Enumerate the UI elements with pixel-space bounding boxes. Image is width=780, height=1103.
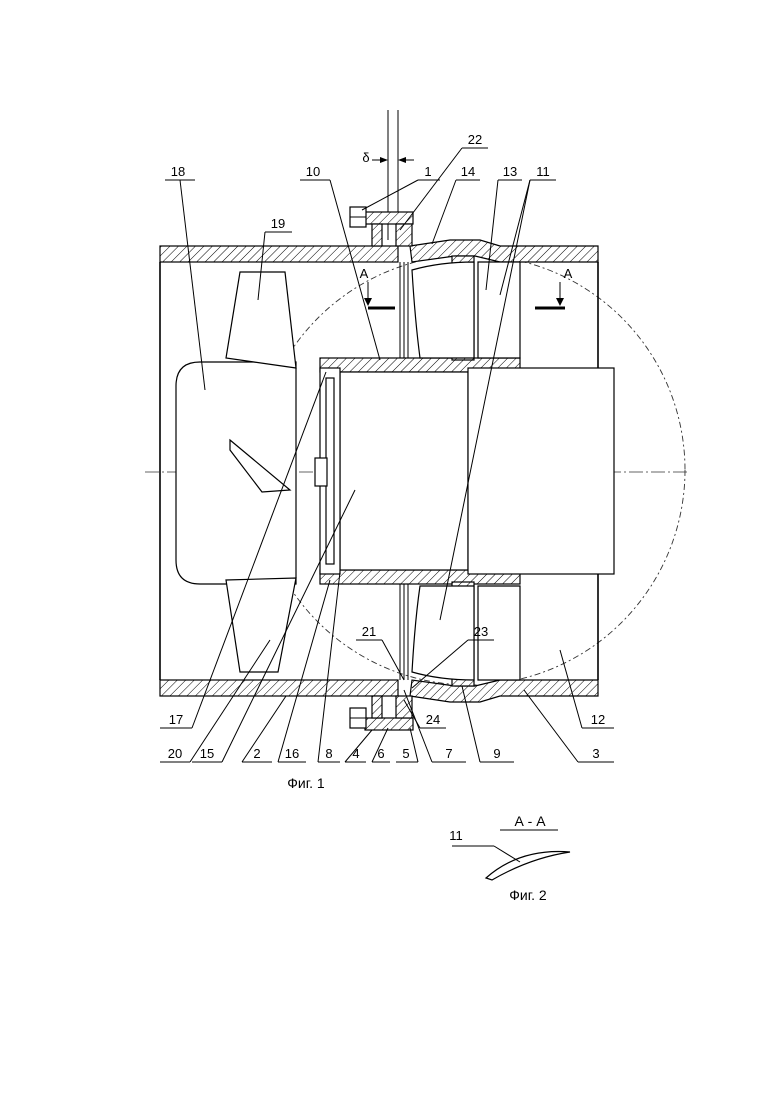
callout-15: 15 — [200, 746, 214, 761]
fig2-caption: Фиг. 2 — [509, 887, 547, 903]
delta-label: δ — [362, 150, 369, 165]
callout-21: 21 — [362, 624, 376, 639]
callout-23: 23 — [474, 624, 488, 639]
motor-body — [468, 368, 614, 574]
section-mark-left: А — [360, 266, 369, 281]
vane-profile — [486, 852, 570, 880]
section-title: А - А — [514, 813, 546, 829]
housing-left-top-wall — [160, 246, 398, 262]
callout-9: 9 — [493, 746, 500, 761]
callout-7: 7 — [445, 746, 452, 761]
housing-left-bottom-wall — [160, 680, 398, 696]
callout-18: 18 — [171, 164, 185, 179]
callout-8: 8 — [325, 746, 332, 761]
callout-20: 20 — [168, 746, 182, 761]
callout-1: 1 — [424, 164, 431, 179]
fig2-callout-11: 11 — [449, 828, 463, 843]
callout-24: 24 — [426, 712, 440, 727]
callout-17: 17 — [169, 712, 183, 727]
section-mark-right: А — [564, 266, 573, 281]
blade-bottom — [226, 578, 296, 672]
blade-top — [226, 272, 296, 368]
callout-6: 6 — [377, 746, 384, 761]
inner-cylinder — [340, 372, 468, 570]
callout-10: 10 — [306, 164, 320, 179]
callout-22: 22 — [468, 132, 482, 147]
callout-19: 19 — [271, 216, 285, 231]
callout-2: 2 — [253, 746, 260, 761]
impeller-hub — [176, 362, 296, 584]
callout-5: 5 — [402, 746, 409, 761]
callout-16: 16 — [285, 746, 299, 761]
callout-14: 14 — [461, 164, 475, 179]
callout-13: 13 — [503, 164, 517, 179]
housing-right-top-wall — [410, 240, 598, 262]
callout-11: 11 — [536, 164, 550, 179]
callout-4: 4 — [352, 746, 359, 761]
fig1-caption: Фиг. 1 — [287, 775, 325, 791]
callout-12: 12 — [591, 712, 605, 727]
callout-3: 3 — [592, 746, 599, 761]
